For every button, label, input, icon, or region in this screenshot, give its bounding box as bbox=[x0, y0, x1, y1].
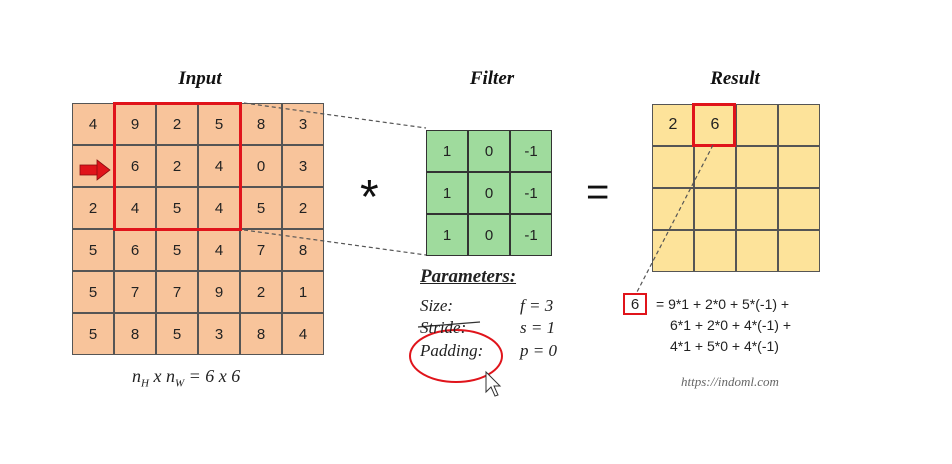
equation-result-box: 6 bbox=[623, 293, 647, 315]
input-cell-r1-c5: 8 bbox=[240, 103, 282, 145]
equation-line-1: = 9*1 + 2*0 + 5*(-1) + bbox=[656, 296, 790, 312]
filter-cell-r3-c3: -1 bbox=[510, 214, 552, 256]
padding-value: p = 0 bbox=[520, 341, 557, 360]
input-cell-r6-c1: 5 bbox=[72, 313, 114, 355]
input-cell-r5-c1: 5 bbox=[72, 271, 114, 313]
input-cell-r5-c5: 2 bbox=[240, 271, 282, 313]
padding-label: Padding: bbox=[420, 341, 484, 360]
stride-strike bbox=[417, 321, 481, 328]
input-cell-r2-c4: 4 bbox=[198, 145, 240, 187]
filter-cell-r3-c1: 1 bbox=[426, 214, 468, 256]
result-cell-r3-c2 bbox=[694, 188, 736, 230]
input-cell-r3-c4: 4 bbox=[198, 187, 240, 229]
input-cell-r2-c6: 3 bbox=[282, 145, 324, 187]
stride-label: Stride: bbox=[420, 318, 467, 337]
result-cell-highlight bbox=[692, 103, 736, 147]
convolution-operator: * bbox=[360, 171, 379, 224]
filter-cell-r2-c3: -1 bbox=[510, 172, 552, 214]
input-cell-r3-c3: 5 bbox=[156, 187, 198, 229]
filter-cell-r2-c1: 1 bbox=[426, 172, 468, 214]
cursor-icon bbox=[485, 370, 502, 397]
input-cell-r1-c6: 3 bbox=[282, 103, 324, 145]
input-cell-r3-c6: 2 bbox=[282, 187, 324, 229]
input-cell-r4-c2: 6 bbox=[114, 229, 156, 271]
input-cell-r5-c6: 1 bbox=[282, 271, 324, 313]
input-cell-r4-c4: 4 bbox=[198, 229, 240, 271]
result-cell-r4-c3 bbox=[736, 230, 778, 272]
input-cell-r5-c3: 7 bbox=[156, 271, 198, 313]
size-value: f = 3 bbox=[520, 296, 554, 315]
arrow-icon bbox=[79, 159, 111, 181]
result-cell-r2-c2 bbox=[694, 146, 736, 188]
result-cell-r3-c4 bbox=[778, 188, 820, 230]
input-cell-r3-c2: 4 bbox=[114, 187, 156, 229]
source-url: https://indoml.com bbox=[681, 374, 779, 389]
input-cell-r2-c2: 6 bbox=[114, 145, 156, 187]
input-window-highlight bbox=[113, 102, 242, 231]
input-cell-r6-c2: 8 bbox=[114, 313, 156, 355]
stride-value: s = 1 bbox=[520, 318, 556, 337]
result-cell-r4-c2 bbox=[694, 230, 736, 272]
result-cell-r4-c1 bbox=[652, 230, 694, 272]
dimension-caption: nH x nW = 6 x 6 bbox=[132, 366, 241, 390]
input-cell-r4-c3: 5 bbox=[156, 229, 198, 271]
padding-circle bbox=[409, 329, 503, 383]
parameters-panel: Parameters: Size: f = 3 Stride: s = 1 Pa… bbox=[420, 266, 590, 376]
parameters-header: Parameters: bbox=[420, 266, 517, 287]
input-cell-r6-c6: 4 bbox=[282, 313, 324, 355]
filter-cell-r1-c3: -1 bbox=[510, 130, 552, 172]
filter-cell-r1-c2: 0 bbox=[468, 130, 510, 172]
input-cell-r4-c1: 5 bbox=[72, 229, 114, 271]
result-title: Result bbox=[710, 68, 760, 89]
size-label: Size: bbox=[420, 296, 454, 315]
filter-cell-r2-c2: 0 bbox=[468, 172, 510, 214]
filter-title: Filter bbox=[469, 68, 515, 89]
filter-cell-r3-c2: 0 bbox=[468, 214, 510, 256]
result-cell-r4-c4 bbox=[778, 230, 820, 272]
result-connector-line bbox=[636, 144, 714, 293]
input-cell-r6-c3: 5 bbox=[156, 313, 198, 355]
input-cell-r6-c4: 3 bbox=[198, 313, 240, 355]
equals-operator: = bbox=[586, 170, 610, 214]
equation-line-2: 6*1 + 2*0 + 4*(-1) + bbox=[670, 317, 792, 333]
input-cell-r2-c3: 2 bbox=[156, 145, 198, 187]
result-cell-r2-c3 bbox=[736, 146, 778, 188]
filter-cell-r1-c1: 1 bbox=[426, 130, 468, 172]
input-cell-r4-c5: 7 bbox=[240, 229, 282, 271]
result-cell-r2-c4 bbox=[778, 146, 820, 188]
input-cell-r5-c2: 7 bbox=[114, 271, 156, 313]
result-cell-r3-c3 bbox=[736, 188, 778, 230]
input-cell-r6-c5: 8 bbox=[240, 313, 282, 355]
input-cell-r5-c4: 9 bbox=[198, 271, 240, 313]
connector-line-bottom bbox=[243, 229, 427, 256]
result-cell-r2-c1 bbox=[652, 146, 694, 188]
result-cell-r1-c4 bbox=[778, 104, 820, 146]
input-title: Input bbox=[178, 68, 222, 89]
equation-line-3: 4*1 + 5*0 + 4*(-1) bbox=[670, 338, 779, 354]
input-cell-r1-c4: 5 bbox=[198, 103, 240, 145]
connector-line-top bbox=[243, 102, 427, 129]
result-cell-r1-c3 bbox=[736, 104, 778, 146]
